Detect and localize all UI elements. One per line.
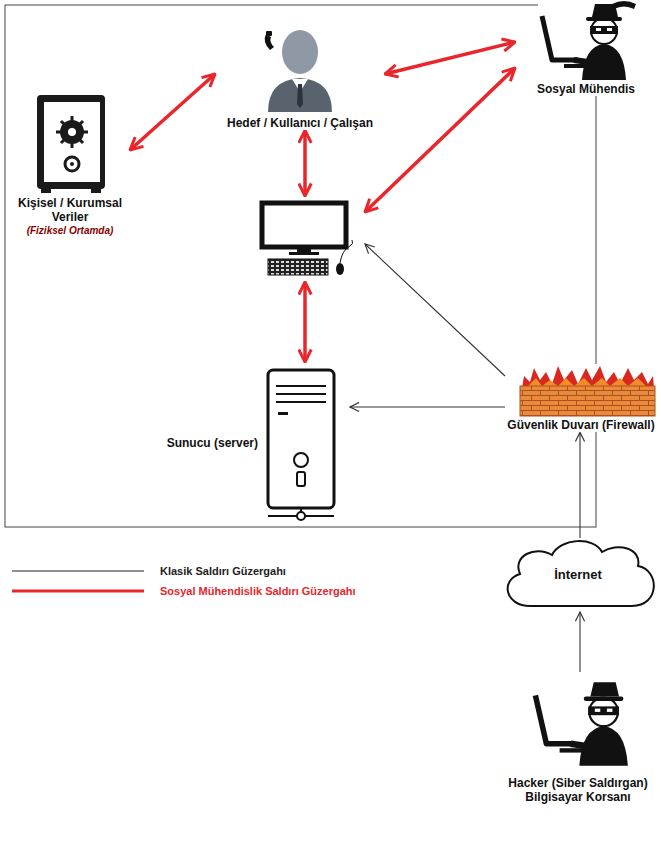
- firewall: Güvenlik Duvarı (Firewall): [505, 362, 657, 432]
- node-label: Sosyal Mühendis: [535, 82, 637, 96]
- data-safe: Kişisel / Kurumsal Veriler(Fiziksel Orta…: [10, 92, 130, 237]
- social-engineer-icon: [538, 1, 636, 82]
- computer-icon: [262, 203, 353, 275]
- node-label: Hacker (Siber Saldırgan) Bilgisayar Kors…: [498, 776, 658, 805]
- node-label: Güvenlik Duvarı (Firewall): [505, 418, 656, 432]
- social-engineering-route: [385, 42, 515, 74]
- internet-cloud: [508, 541, 654, 606]
- legend-row: Klasik Saldırı Güzergahı: [10, 561, 356, 581]
- legend-text: Sosyal Mühendislik Saldırı Güzergahı: [160, 585, 356, 597]
- hacker-icon: [531, 680, 630, 768]
- social-engineering-route: [303, 282, 307, 362]
- hacker: Hacker (Siber Saldırgan) Bilgisayar Kors…: [498, 672, 658, 805]
- user-icon: [262, 24, 338, 114]
- classic-attack-route: [579, 612, 580, 672]
- classic-attack-route: [350, 406, 505, 407]
- legend-line: [12, 590, 144, 593]
- social-engineer: Sosyal Mühendis: [515, 2, 657, 96]
- safe-icon: [33, 93, 109, 195]
- classic-attack-route: [579, 432, 580, 538]
- legend-line-sample: [10, 586, 146, 596]
- social-engineering-route: [303, 130, 307, 196]
- firewall-icon: [518, 364, 658, 418]
- node-label: Sunucu (server): [165, 436, 260, 450]
- legend: Klasik Saldırı GüzergahıSosyal Mühendisl…: [10, 561, 356, 601]
- legend-text: Klasik Saldırı Güzergahı: [160, 565, 286, 577]
- system-frame: [5, 5, 596, 527]
- computer: [255, 196, 365, 282]
- node-label: İnternet: [552, 567, 604, 583]
- social-engineering-route: [130, 74, 215, 150]
- target-user: Hedef / Kullanıcı / Çalışan: [215, 22, 385, 130]
- node-label: Kişisel / Kurumsal Veriler: [10, 196, 130, 225]
- legend-line-sample: [10, 566, 146, 576]
- node-label: (Fiziksel Ortamda): [25, 225, 116, 237]
- classic-attack-route: [365, 244, 505, 376]
- legend-line: [12, 570, 144, 571]
- internet-cloud-node: İnternet: [497, 538, 659, 612]
- legend-row: Sosyal Mühendislik Saldırı Güzergahı: [10, 581, 356, 601]
- social-engineering-route: [365, 68, 515, 212]
- node-label: Hedef / Kullanıcı / Çalışan: [225, 116, 375, 130]
- server: Sunucu (server): [140, 362, 350, 524]
- server-icon: [268, 370, 334, 520]
